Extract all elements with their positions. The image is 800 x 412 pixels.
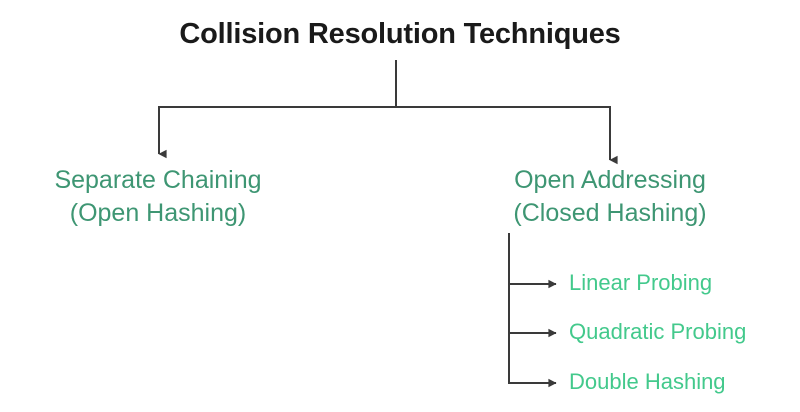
branch-separate-chaining-line2: (Open Hashing) bbox=[69, 199, 247, 227]
leaf-quadratic-probing: Quadratic Probing bbox=[569, 319, 747, 344]
branch-open-addressing-line2: (Closed Hashing) bbox=[513, 199, 707, 227]
leaf-linear-probing: Linear Probing bbox=[569, 270, 713, 295]
leaf-double-hashing: Double Hashing bbox=[569, 369, 726, 394]
branch-separate-chaining: Separate Chaining (Open Hashing) bbox=[8, 164, 308, 230]
branch-separate-chaining-line1: Separate Chaining bbox=[54, 166, 262, 194]
branch-open-addressing: Open Addressing (Closed Hashing) bbox=[460, 164, 760, 230]
branch-open-addressing-line1: Open Addressing bbox=[514, 166, 706, 194]
diagram-title: Collision Resolution Techniques bbox=[179, 18, 621, 50]
